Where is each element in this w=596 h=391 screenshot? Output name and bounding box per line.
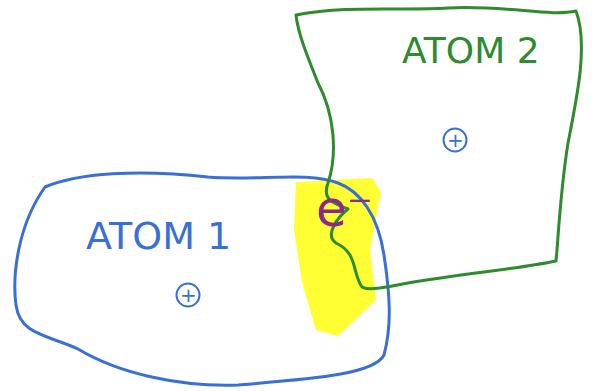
electron-label: e⁻ <box>316 184 373 234</box>
nucleus-circle: + <box>442 127 468 153</box>
nucleus-charge: + <box>180 285 197 305</box>
atom-name: ATOM 2 <box>402 33 540 69</box>
atom-name: ATOM 1 <box>86 217 231 255</box>
atom-blob-shape <box>15 173 389 385</box>
nucleus-circle-shape <box>177 284 200 307</box>
nucleus-circle: + <box>175 282 201 308</box>
nucleus-circle-shape <box>444 129 467 152</box>
atom-blob-shape <box>296 8 581 289</box>
atom-blob: ATOM 2 + <box>288 3 588 293</box>
highlight-region <box>294 178 381 336</box>
nucleus-charge: + <box>447 130 464 150</box>
